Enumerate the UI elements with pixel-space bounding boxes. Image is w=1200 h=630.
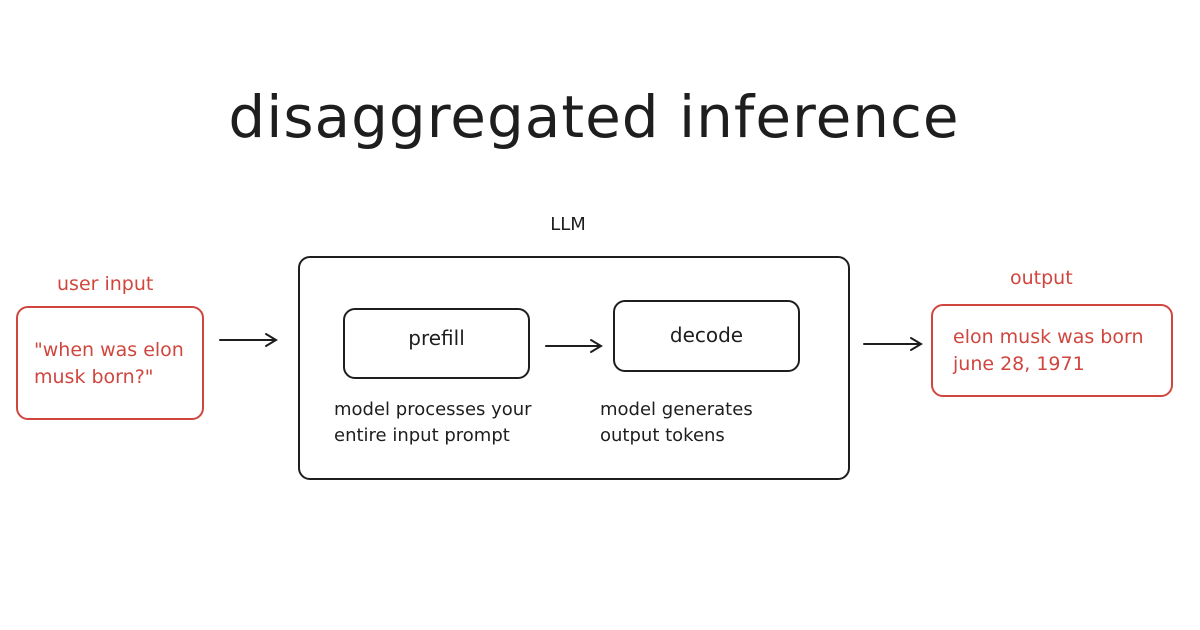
decode-description: model generates output tokens (600, 397, 753, 449)
user-input-label: user input (57, 273, 154, 295)
decode-box (613, 300, 800, 372)
diagram-title: disaggregated inference (228, 83, 960, 151)
user-input-box (16, 306, 204, 420)
prefill-desc-line-2: entire input prompt (334, 425, 510, 446)
decode-desc-line-2: output tokens (600, 425, 725, 446)
output-line-2: june 28, 1971 (953, 353, 1085, 375)
user-input-line-1: "when was elon (34, 339, 184, 361)
llm-container (298, 256, 850, 480)
user-input-line-2: musk born?" (34, 366, 154, 388)
decode-label: decode (669, 323, 744, 347)
llm-label: LLM (550, 214, 586, 235)
prefill-label: prefill (408, 326, 465, 350)
user-input-text: "when was elon musk born?" (34, 337, 204, 391)
prefill-description: model processes your entire input prompt (334, 397, 532, 449)
output-text: elon musk was born june 28, 1971 (953, 324, 1171, 378)
output-box (931, 304, 1173, 397)
output-label: output (1010, 267, 1073, 289)
prefill-box (343, 308, 530, 379)
arrow-input-to-llm (219, 333, 278, 347)
arrow-llm-to-output (863, 337, 923, 351)
decode-desc-line-1: model generates (600, 399, 753, 420)
prefill-desc-line-1: model processes your (334, 399, 532, 420)
arrow-prefill-to-decode (545, 339, 603, 353)
output-line-1: elon musk was born (953, 326, 1144, 348)
